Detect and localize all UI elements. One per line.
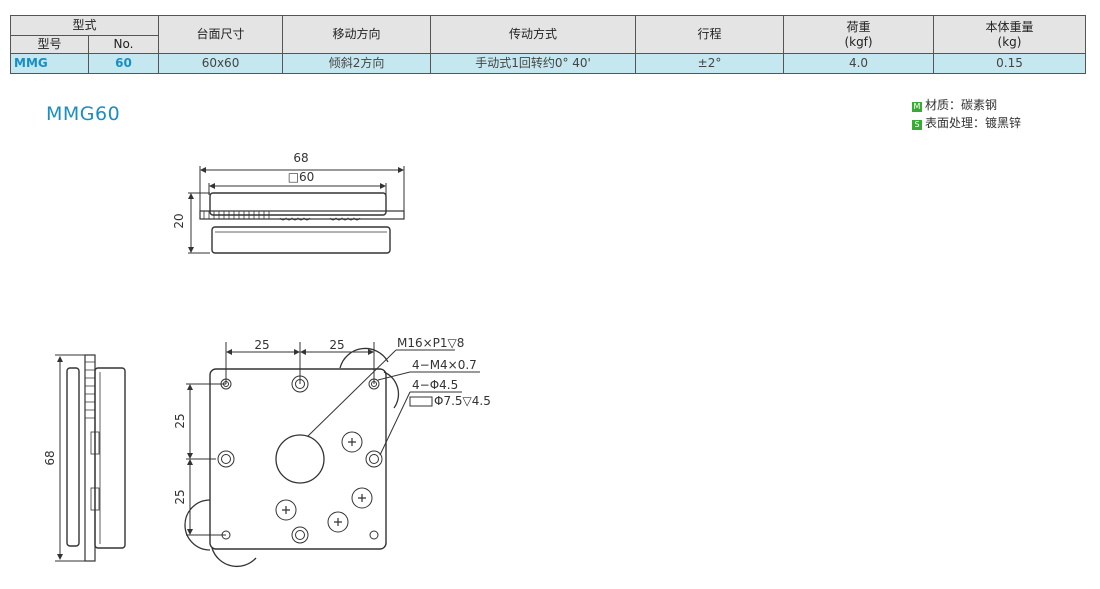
dim-68-top: 68	[293, 151, 308, 165]
callout-m4: 4−M4×0.7	[412, 358, 477, 372]
dim-25-left-lower: 25	[173, 489, 187, 504]
dim-60: □60	[288, 170, 315, 184]
surface-badge: S	[912, 120, 922, 130]
header-weight-label: 本体重量	[985, 20, 1034, 35]
dim-25-top-left: 25	[254, 338, 269, 352]
side-view	[55, 354, 126, 562]
material-text: 材质：碳素钢	[925, 98, 998, 112]
header-weight: 本体重量 (kg)	[933, 15, 1087, 54]
header-weight-unit: (kg)	[997, 34, 1022, 49]
header-load: 荷重 (kgf)	[783, 15, 935, 54]
surface-text: 表面处理：镀黑锌	[925, 116, 1022, 130]
cell-table-size: 60x60	[158, 53, 284, 74]
cell-load: 4.0	[783, 53, 935, 74]
header-type-group: 型式	[9, 15, 160, 36]
header-stroke: 行程	[635, 15, 785, 54]
dim-25-top-right: 25	[329, 338, 344, 352]
dim-25-left-upper: 25	[173, 413, 187, 428]
header-drive: 传动方式	[430, 15, 637, 54]
dim-68-left: 68	[43, 450, 57, 465]
cell-direction: 倾斜2方向	[282, 53, 432, 74]
callout-phi75: Φ7.5▽4.5	[434, 394, 491, 408]
header-load-unit: (kgf)	[844, 34, 873, 49]
cell-drive: 手动式1回转约0° 40'	[430, 53, 637, 74]
table-row: MMG 60 60x60 倾斜2方向 手动式1回转约0° 40' ±2° 4.0…	[10, 53, 1087, 74]
cell-stroke: ±2°	[635, 53, 785, 74]
callout-m16: M16×P1▽8	[397, 336, 464, 350]
cell-weight: 0.15	[933, 53, 1087, 74]
front-view	[188, 166, 405, 254]
cell-no: 60	[87, 53, 160, 74]
spec-table: 型式 台面尺寸 移动方向 传动方式 行程 荷重 (kgf) 本体重量 (kg) …	[9, 15, 1087, 74]
callout-phi45: 4−Φ4.5	[412, 378, 458, 392]
header-load-label: 荷重	[846, 20, 871, 35]
page-title: MMG60	[46, 103, 121, 125]
dim-20: 20	[172, 213, 186, 228]
header-direction: 移动方向	[282, 15, 432, 54]
material-badge: M	[912, 102, 922, 112]
top-view	[184, 342, 480, 568]
cell-model: MMG	[10, 53, 89, 74]
